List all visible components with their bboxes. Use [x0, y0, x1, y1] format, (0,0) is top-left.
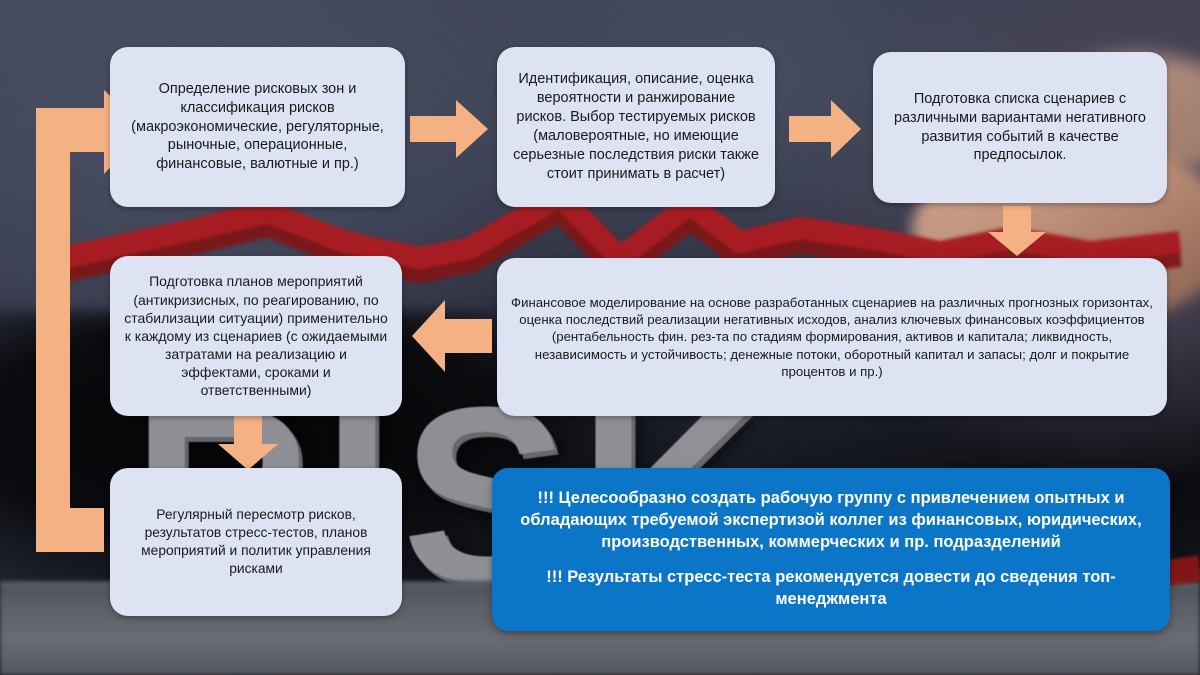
process-box-scenarios-text: Подготовка списка сценариев с различными…	[894, 90, 1146, 164]
process-box-assess-risks: Идентификация, описание, оценка вероятно…	[497, 47, 775, 207]
process-box-plans-text: Подготовка планов мероприятий (антикризи…	[124, 273, 388, 399]
arrow-review-to-identify-loop	[36, 90, 146, 570]
arrow-model-to-plans	[412, 300, 492, 372]
arrow-identify-to-assess	[410, 100, 488, 158]
process-box-identify-risk-zones: Определение рисковых зон и классификация…	[110, 47, 405, 207]
process-box-prepare-scenarios: Подготовка списка сценариев с различными…	[873, 52, 1167, 203]
process-box-review-text: Регулярный пересмотр рисков, результатов…	[141, 507, 371, 576]
arrow-scenarios-to-model	[988, 206, 1046, 256]
arrow-assess-to-scenarios	[789, 100, 861, 158]
process-box-model-text: Финансовое моделирование на основе разра…	[511, 295, 1153, 379]
process-box-identify-text: Определение рисковых зон и классификация…	[131, 80, 384, 173]
callout-note-working-group: !!! Целесообразно создать рабочую группу…	[520, 488, 1142, 551]
process-box-regular-review: Регулярный пересмотр рисков, результатов…	[110, 468, 402, 616]
arrow-plans-to-review	[218, 416, 278, 470]
process-box-action-plans: Подготовка планов мероприятий (антикризи…	[110, 256, 402, 416]
recommendations-callout: !!! Целесообразно создать рабочую группу…	[492, 468, 1170, 631]
process-box-financial-modeling: Финансовое моделирование на основе разра…	[497, 258, 1167, 416]
callout-note-top-management: !!! Результаты стресс-теста рекомендуетс…	[546, 568, 1116, 609]
process-box-assess-text: Идентификация, описание, оценка вероятно…	[513, 71, 759, 182]
